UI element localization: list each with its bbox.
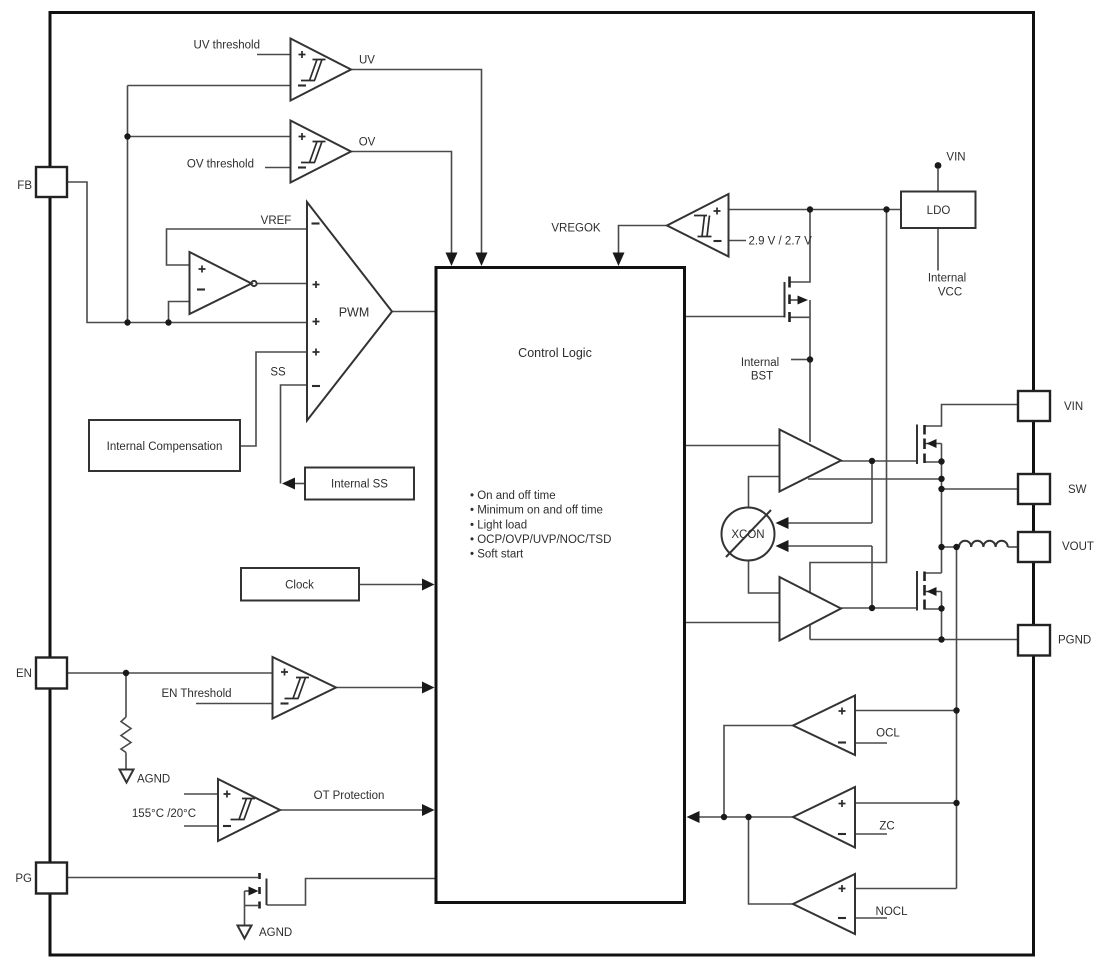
svg-text:155°C /20°C: 155°C /20°C (132, 808, 196, 820)
svg-text:AGND: AGND (259, 927, 292, 939)
svg-text:• On and off time: • On and off time (470, 490, 556, 502)
svg-text:EN Threshold: EN Threshold (161, 688, 231, 700)
svg-text:VIN: VIN (946, 152, 965, 164)
svg-text:PGND: PGND (1058, 635, 1091, 647)
svg-text:OV: OV (359, 137, 376, 149)
svg-text:Control Logic: Control Logic (518, 346, 592, 360)
svg-text:LDO: LDO (927, 205, 951, 217)
svg-text:SS: SS (270, 367, 286, 379)
svg-text:Internal Compensation: Internal Compensation (107, 441, 223, 453)
svg-text:AGND: AGND (137, 774, 170, 786)
svg-text:VOUT: VOUT (1062, 541, 1094, 553)
svg-text:XCON: XCON (731, 529, 764, 541)
svg-text:PWM: PWM (339, 306, 370, 320)
svg-text:NOCL: NOCL (876, 906, 909, 918)
svg-text:2.9 V / 2.7 V: 2.9 V / 2.7 V (749, 236, 813, 248)
svg-text:Clock: Clock (285, 580, 314, 592)
svg-text:VREGOK: VREGOK (551, 223, 601, 235)
svg-text:Internal: Internal (741, 357, 779, 369)
svg-text:UV threshold: UV threshold (194, 40, 260, 52)
svg-text:• Minimum on and off time: • Minimum on and off time (470, 505, 603, 517)
svg-text:UV: UV (359, 55, 375, 67)
svg-text:EN: EN (16, 668, 32, 680)
svg-text:• Light load: • Light load (470, 519, 527, 531)
svg-text:VIN: VIN (1064, 401, 1083, 413)
svg-text:FB: FB (17, 180, 32, 192)
svg-text:ZC: ZC (879, 821, 894, 833)
svg-text:• OCP/OVP/UVP/NOC/TSD: • OCP/OVP/UVP/NOC/TSD (470, 534, 611, 546)
svg-text:VCC: VCC (938, 287, 962, 299)
svg-text:BST: BST (751, 371, 773, 383)
svg-text:PG: PG (15, 873, 32, 885)
svg-text:OCL: OCL (876, 728, 900, 740)
svg-text:Internal: Internal (928, 273, 966, 285)
svg-text:Internal SS: Internal SS (331, 479, 388, 491)
svg-text:OV threshold: OV threshold (187, 159, 254, 171)
svg-text:VREF: VREF (261, 215, 292, 227)
svg-text:• Soft start: • Soft start (470, 549, 524, 561)
svg-text:OT Protection: OT Protection (314, 790, 385, 802)
svg-text:SW: SW (1068, 484, 1087, 496)
